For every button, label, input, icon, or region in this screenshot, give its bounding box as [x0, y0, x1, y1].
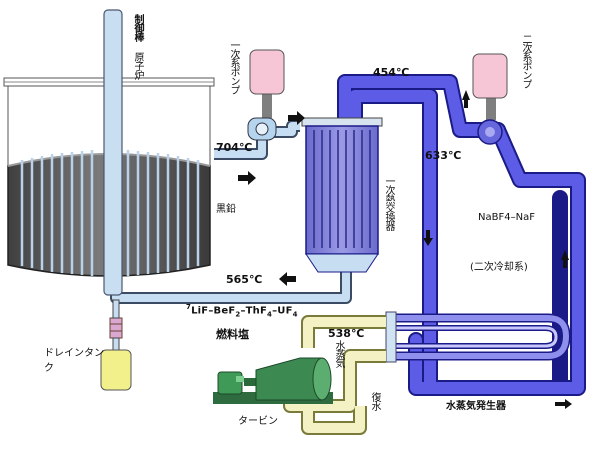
graphite-label: 黒鉛: [216, 204, 236, 215]
secondary-loop-pipes: [337, 74, 586, 396]
fuel-salt-label: 燃料塩: [216, 328, 249, 341]
primary-heat-exchanger: [301, 117, 383, 273]
turbine-label: タービン: [238, 416, 278, 427]
arrow-icon: [279, 272, 296, 286]
arrow-icon: [423, 230, 433, 246]
sep: –: [272, 305, 278, 317]
control-rod-label: 制御棒: [132, 14, 143, 41]
arrow-icon: [561, 250, 569, 268]
temp-633-label: 633℃: [425, 149, 462, 162]
primary-hx-label: 一次熱交換器: [383, 176, 394, 230]
steam-generator-label: 水蒸気発生器: [446, 401, 506, 412]
sep: –: [208, 305, 214, 317]
steam-loop-pipes: [283, 315, 386, 435]
th-sub: 4: [267, 310, 273, 319]
secondary-loop-label: (二次冷却系): [470, 262, 528, 273]
drain-tank-label: ドレインタンク: [44, 348, 104, 374]
temp-704-label: 704℃: [216, 141, 253, 154]
li-mass: 7: [186, 303, 192, 311]
th: ThF: [245, 305, 268, 317]
u: UF: [277, 305, 293, 317]
temp-565-label: 565℃: [226, 273, 263, 286]
arrow-icon: [555, 399, 572, 409]
drain-tank: [100, 299, 132, 391]
coolant-formula-label: NaBF4–NaF: [478, 212, 535, 223]
fuel-channels: [20, 150, 200, 276]
be-sub: 2: [235, 310, 241, 319]
flow-arrows: [238, 90, 572, 409]
arrow-icon: [462, 90, 470, 108]
turbine: [213, 357, 333, 404]
sep: –: [240, 305, 246, 317]
u-sub: 4: [292, 310, 298, 319]
li: LiF: [191, 305, 209, 317]
be: BeF: [213, 305, 236, 317]
fuel-formula-label: 7LiF–BeF2–ThF4–UF4: [186, 303, 298, 318]
secondary-pump: [472, 53, 508, 145]
steam-generator: [385, 311, 571, 363]
temp-538-label: 538℃: [328, 327, 365, 340]
condensate-label: 復水: [369, 392, 380, 410]
control-rod: [103, 9, 123, 296]
arrow-icon: [238, 171, 256, 185]
steam-label: 水蒸気: [333, 340, 344, 367]
arrow-icon: [288, 111, 305, 125]
reactor-label: 原子炉: [132, 52, 143, 79]
secondary-pump-label: 二次系ポンプ: [520, 34, 531, 88]
temp-454-label: 454℃: [373, 66, 410, 79]
primary-pump: [247, 49, 285, 141]
primary-pump-label: 一次系ポンプ: [228, 40, 239, 94]
